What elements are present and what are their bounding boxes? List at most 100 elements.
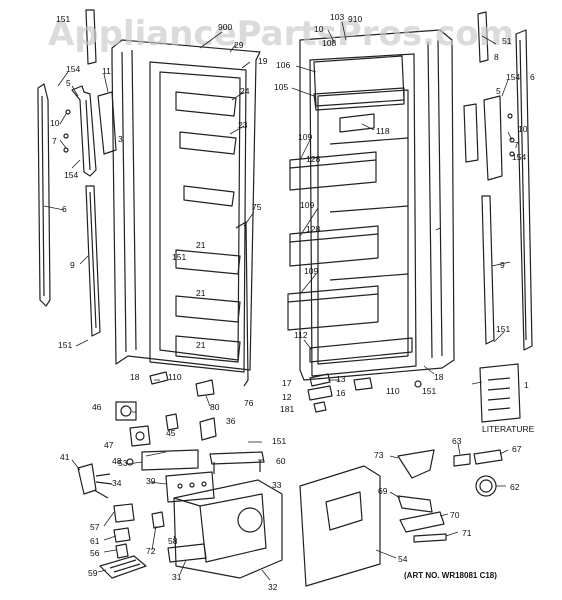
callout-19: 19 <box>258 56 268 66</box>
callout-labels: 151 900 29 19 103 910 10 108 51 8 6 154 … <box>50 12 535 592</box>
callout-9: 9 <box>500 260 505 270</box>
callout-80: 80 <box>210 402 220 412</box>
callout-75: 75 <box>252 202 262 212</box>
door-bins-109 <box>287 113 379 331</box>
callout-900: 900 <box>218 22 232 32</box>
callout-54: 54 <box>398 554 408 564</box>
literature-booklet <box>479 363 521 423</box>
callout-11: 11 <box>102 66 111 76</box>
right-handle-assembly <box>463 95 515 181</box>
callout-7: 7 <box>52 136 57 146</box>
fresh-food-door-outer <box>299 29 455 381</box>
callout-73: 73 <box>374 450 384 460</box>
right-hinge-trim-6 <box>515 29 533 351</box>
callout-3: 3 <box>118 134 123 144</box>
callout-23: 23 <box>238 120 248 130</box>
callout-71: 71 <box>462 528 472 538</box>
callout-21: 21 <box>196 240 206 250</box>
callout-47: 47 <box>104 440 114 450</box>
callout-109: 109 <box>300 200 314 210</box>
callout-10: 10 <box>518 124 528 134</box>
callout-32: 32 <box>268 582 278 592</box>
callout-154: 154 <box>512 152 526 162</box>
callout-151: 151 <box>496 324 510 334</box>
callout-62: 62 <box>510 482 520 492</box>
callout-128: 128 <box>306 154 320 164</box>
right-top-strip-8 <box>477 11 489 63</box>
callout-18: 18 <box>130 372 140 382</box>
leader-lines <box>43 21 513 581</box>
literature-label: LITERATURE <box>482 424 535 434</box>
callout-21: 21 <box>196 288 206 298</box>
callout-112: 112 <box>294 330 308 340</box>
dispenser-small-parts-56-57-61 <box>113 503 165 559</box>
callout-34: 34 <box>112 478 122 488</box>
callout-5: 5 <box>496 86 501 96</box>
dispenser-housing-32-33 <box>173 479 283 579</box>
callout-60: 60 <box>276 456 286 466</box>
dispenser-parts-45-47-48 <box>126 413 217 466</box>
callout-48: 48 <box>112 456 122 466</box>
left-lower-strip-9 <box>85 185 101 337</box>
callout-59: 59 <box>88 568 98 578</box>
callout-109: 109 <box>304 266 318 276</box>
door-shelf-rails <box>309 137 413 363</box>
callout-5: 5 <box>66 78 71 88</box>
callout-41: 41 <box>60 452 70 462</box>
left-handle-assembly <box>63 85 117 177</box>
callout-76: 76 <box>244 398 254 408</box>
dispenser-plate-53 <box>141 449 199 471</box>
callout-151: 151 <box>272 436 286 446</box>
callout-69: 69 <box>378 486 388 496</box>
callout-13: 13 <box>336 374 346 384</box>
small-hinge-parts-12-17 <box>307 373 422 413</box>
callout-12: 12 <box>282 392 292 402</box>
callout-6: 6 <box>530 72 535 82</box>
callout-33: 33 <box>272 480 282 490</box>
callout-61: 61 <box>90 536 100 546</box>
callout-9: 9 <box>70 260 75 270</box>
callout-151: 151 <box>56 14 70 24</box>
watermark-text: AppliancePartsPros.com <box>48 14 514 54</box>
callout-17: 17 <box>282 378 292 388</box>
callout-58: 58 <box>168 536 178 546</box>
callout-57: 57 <box>90 522 100 532</box>
callout-103: 103 <box>330 12 344 22</box>
callout-154: 154 <box>506 72 520 82</box>
callout-18: 18 <box>434 372 444 382</box>
callout-108: 108 <box>322 38 336 48</box>
callout-109: 109 <box>298 132 312 142</box>
drip-tray-31 <box>167 543 207 563</box>
chute-door-parts-63-67 <box>453 449 503 467</box>
callout-56: 56 <box>90 548 100 558</box>
fresh-food-door-liner <box>309 53 417 377</box>
callout-70: 70 <box>450 510 460 520</box>
callout-24: 24 <box>240 86 250 96</box>
callout-36: 36 <box>226 416 236 426</box>
callout-46: 46 <box>92 402 102 412</box>
dispenser-light-46 <box>115 401 137 421</box>
callout-128: 128 <box>306 224 320 234</box>
callout-181: 181 <box>280 404 294 414</box>
dispenser-control-39 <box>165 471 215 503</box>
callout-29: 29 <box>234 40 244 50</box>
left-hinge-trim-6 <box>37 83 51 307</box>
ring-62 <box>475 475 497 497</box>
callout-63: 63 <box>452 436 462 446</box>
callout-6: 6 <box>62 204 67 214</box>
callout-910: 910 <box>348 14 362 24</box>
chute-parts-69-70-71 <box>397 495 447 543</box>
callout-154: 154 <box>64 170 78 180</box>
callout-10: 10 <box>314 24 324 34</box>
callout-16: 16 <box>336 388 346 398</box>
callout-31: 31 <box>172 572 182 582</box>
ice-chute-73 <box>397 449 435 479</box>
callout-151: 151 <box>422 386 436 396</box>
callout-151: 151 <box>172 252 186 262</box>
wiring-harness-41 <box>77 463 113 499</box>
dairy-compartment-105-106 <box>313 55 405 111</box>
freezer-door-shelves <box>175 91 241 363</box>
callout-39: 39 <box>146 476 156 486</box>
callout-110: 110 <box>168 372 182 382</box>
callout-45: 45 <box>166 428 176 438</box>
